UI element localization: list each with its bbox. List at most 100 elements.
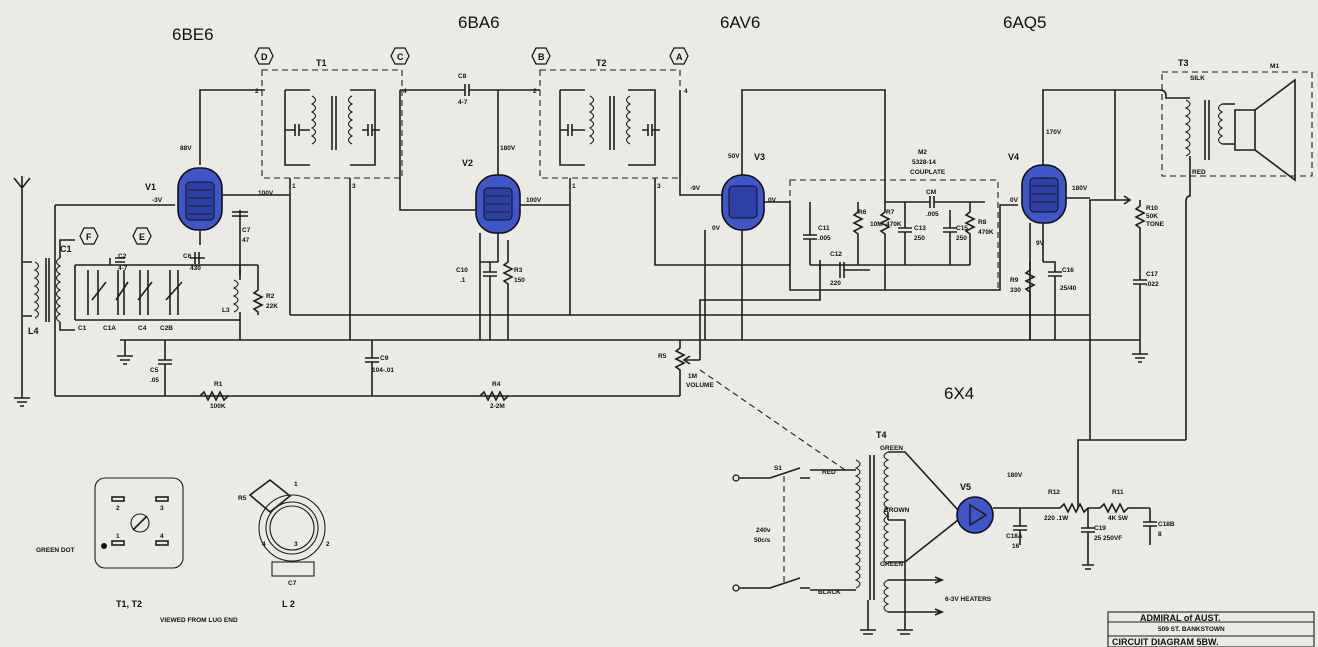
- svg-text:4: 4: [403, 88, 407, 95]
- volume-control-r5: R5 1M VOLUME: [658, 260, 849, 473]
- svg-text:3: 3: [352, 183, 356, 190]
- svg-text:88V: 88V: [180, 145, 192, 152]
- svg-text:C5: C5: [150, 367, 159, 374]
- svg-text:B: B: [538, 52, 545, 62]
- svg-text:C16: C16: [1062, 267, 1074, 274]
- svg-text:.05: .05: [150, 377, 159, 384]
- svg-text:ADMIRAL of AUST.: ADMIRAL of AUST.: [1140, 613, 1221, 623]
- svg-text:M2: M2: [918, 149, 927, 156]
- svg-text:.022: .022: [1146, 281, 1159, 288]
- svg-text:CM: CM: [926, 189, 936, 196]
- svg-text:R6: R6: [858, 209, 867, 216]
- tone-control-r10: R10 50K TONE C17 .022: [1114, 90, 1165, 340]
- svg-text:VOLUME: VOLUME: [686, 382, 714, 389]
- svg-text:S1: S1: [774, 465, 782, 472]
- svg-text:104-.01: 104-.01: [372, 367, 394, 374]
- svg-text:1: 1: [294, 481, 298, 488]
- svg-text:R12: R12: [1048, 489, 1060, 496]
- resistor-r11: R11 4K 5W: [1099, 489, 1150, 522]
- svg-text:C19: C19: [1094, 525, 1106, 532]
- tuning-gang: C2 4-7 C6 430 C1 C1A C4 C2B: [74, 252, 241, 332]
- svg-text:25 250VF: 25 250VF: [1094, 535, 1122, 542]
- svg-text:RED: RED: [1192, 169, 1206, 176]
- svg-text:3: 3: [160, 505, 164, 512]
- svg-text:100V: 100V: [258, 190, 274, 197]
- svg-text:509 ST. BANKSTOWN: 509 ST. BANKSTOWN: [1158, 626, 1225, 633]
- svg-text:22K: 22K: [266, 303, 278, 310]
- svg-text:R8: R8: [978, 219, 987, 226]
- svg-text:V5: V5: [960, 482, 971, 492]
- transformer-t2: T2 2 4 1 3: [533, 58, 790, 315]
- svg-text:L 2: L 2: [282, 599, 295, 609]
- svg-text:VIEWED FROM LUG END: VIEWED FROM LUG END: [160, 617, 238, 624]
- svg-text:220: 220: [830, 280, 841, 287]
- title-block: ADMIRAL of AUST. 509 ST. BANKSTOWN CIRCU…: [1107, 611, 1315, 647]
- svg-text:D: D: [261, 52, 268, 62]
- svg-text:R3: R3: [514, 267, 523, 274]
- t1-t2-bottom-view: GREEN DOT 2 3 1 4 T1, T2 VIEWED FROM LUG…: [36, 477, 238, 624]
- svg-text:C4: C4: [138, 325, 147, 332]
- svg-text:2: 2: [326, 541, 330, 548]
- svg-text:C9: C9: [380, 355, 389, 362]
- test-point-a: A: [669, 47, 689, 65]
- test-point-d: D: [254, 47, 274, 65]
- svg-text:R9: R9: [1010, 277, 1019, 284]
- svg-text:BLACK: BLACK: [818, 589, 841, 596]
- svg-text:.005: .005: [818, 235, 831, 242]
- capacitor-c8: C8 4-7: [400, 73, 540, 106]
- capacitor-c19: C19 25 250VF: [1081, 508, 1122, 570]
- svg-text:C17: C17: [1146, 271, 1158, 278]
- tube-v3: V3 50V -9V 0V 0V: [690, 89, 1018, 340]
- svg-text:C2B: C2B: [160, 325, 173, 332]
- svg-text:CIRCUIT DIAGRAM 5BW.: CIRCUIT DIAGRAM 5BW.: [1112, 637, 1219, 647]
- svg-text:-9V: -9V: [690, 185, 701, 192]
- svg-text:T4: T4: [876, 430, 887, 440]
- svg-text:L4: L4: [28, 326, 39, 336]
- svg-text:1: 1: [116, 533, 120, 540]
- svg-text:0V: 0V: [1010, 197, 1019, 204]
- svg-text:1M: 1M: [688, 373, 697, 380]
- oscillator-coil-l3: C7 47 L3 R2 22K: [222, 210, 278, 340]
- ground-bus: [117, 339, 1148, 365]
- svg-text:0V: 0V: [712, 225, 721, 232]
- capacitor-c16: C16 25/40: [1043, 261, 1077, 340]
- svg-text:C12: C12: [830, 251, 842, 258]
- svg-text:SILK: SILK: [1190, 75, 1205, 82]
- svg-text:C18B: C18B: [1158, 521, 1175, 528]
- svg-text:250: 250: [956, 235, 967, 242]
- svg-text:TONE: TONE: [1146, 221, 1165, 228]
- svg-text:4: 4: [160, 533, 164, 540]
- test-point-e: E: [132, 227, 152, 245]
- svg-text:1: 1: [292, 183, 296, 190]
- svg-text:C7: C7: [288, 580, 297, 587]
- svg-text:10M: 10M: [870, 221, 883, 228]
- svg-text:T2: T2: [596, 58, 607, 68]
- svg-text:4K 5W: 4K 5W: [1108, 515, 1129, 522]
- svg-text:2: 2: [533, 88, 537, 95]
- resistor-r3: R3 150: [502, 240, 525, 340]
- svg-text:R4: R4: [492, 381, 501, 388]
- svg-text:V3: V3: [754, 152, 765, 162]
- svg-text:C8: C8: [458, 73, 467, 80]
- hv-feed-wire: [1077, 315, 1186, 508]
- resistor-r9: R9 330: [1010, 262, 1036, 340]
- svg-text:V2: V2: [462, 158, 473, 168]
- capacitor-c18b: C18B 8: [1143, 508, 1175, 545]
- couplate-m2: M2 5328-14 COUPLATE C11 .005 R6 10M R7 4…: [789, 149, 999, 291]
- tube-type-v2: 6BA6: [458, 13, 500, 32]
- tube-type-v5: 6X4: [944, 384, 974, 403]
- svg-text:100K: 100K: [210, 403, 226, 410]
- svg-text:F: F: [86, 232, 92, 242]
- svg-text:16: 16: [1012, 543, 1020, 550]
- capacitor-c18a: C18A 16: [1006, 508, 1027, 550]
- tube-v4: V4 170V 180V 0V 9V: [1008, 89, 1140, 340]
- resistor-r12: R12 220 .1W: [1044, 489, 1100, 522]
- svg-text:2: 2: [255, 88, 259, 95]
- svg-text:180V: 180V: [1072, 185, 1088, 192]
- capacitor-c10: C10 .1: [456, 240, 499, 340]
- svg-text:170V: 170V: [1046, 129, 1062, 136]
- svg-text:4-7: 4-7: [458, 99, 468, 106]
- svg-text:9V: 9V: [1036, 240, 1045, 247]
- svg-text:C10: C10: [456, 267, 468, 274]
